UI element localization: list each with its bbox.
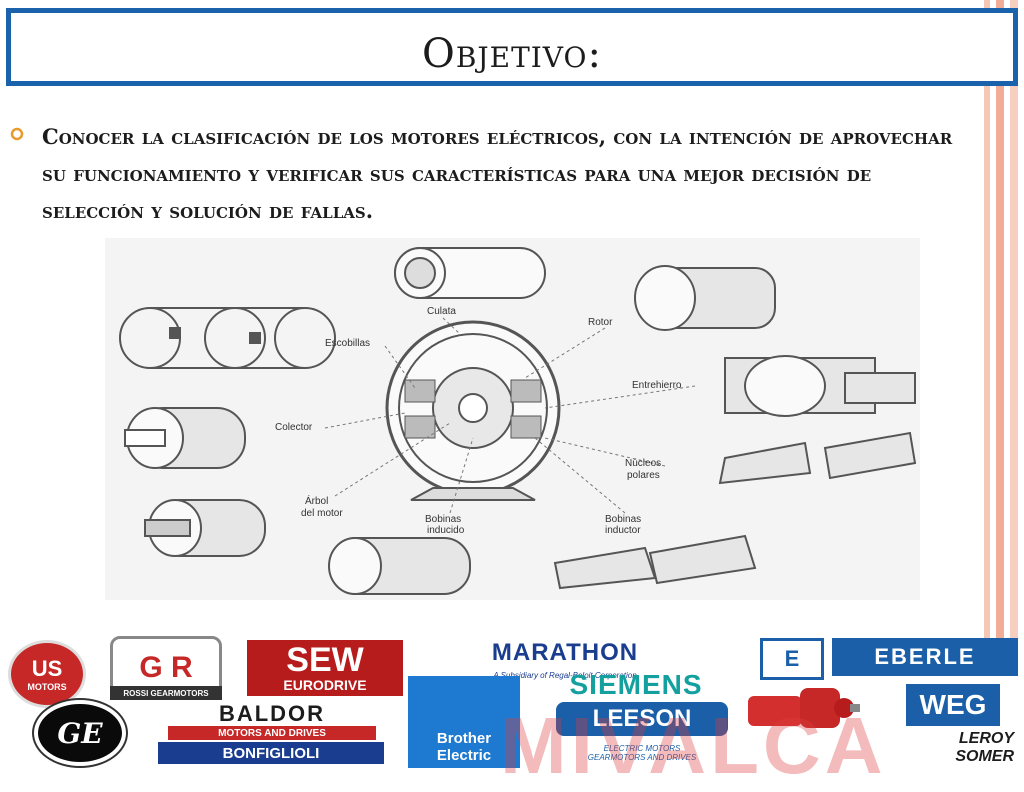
brushes-part: [119, 307, 336, 369]
motor-diagram: Culata Rotor Escobillas Entrehierro Cole…: [105, 238, 920, 600]
label-colector: Colector: [275, 422, 313, 433]
label-culata: Culata: [427, 306, 456, 317]
logo-us-motors: US MOTORS: [8, 640, 86, 708]
logo-sew: SEW EURODRIVE: [247, 640, 403, 696]
logo-marathon-tagline: A Subsidiary of Regal-Beloit Corporation: [430, 668, 700, 682]
label-arbol-2: del motor: [301, 508, 343, 519]
sew-sub: EURODRIVE: [283, 677, 367, 693]
shaft-part: [144, 499, 266, 557]
slide-title: Objetivo:: [422, 31, 602, 77]
logo-leeson-sub: ELECTRIC MOTORS GEARMOTORS AND DRIVES: [556, 740, 728, 766]
rotor-part: [634, 265, 776, 331]
logo-bonfiglioli: BONFIGLIOLI: [158, 742, 384, 764]
siemens-main: SIEMENS: [569, 670, 703, 700]
field-coils-part: [553, 534, 757, 590]
leroy-line1: LEROY: [958, 730, 1014, 747]
yoke-part: [394, 247, 546, 299]
objective-text: Conocer la clasificación de los motores …: [42, 124, 953, 223]
logo-rossi-sub: ROSSI GEARMOTORS: [110, 686, 222, 700]
bullet-icon: [10, 127, 24, 141]
airgap-part: [724, 355, 916, 417]
us-motors-line2: MOTORS: [27, 682, 67, 692]
gearmotor-icon: [748, 688, 860, 728]
logo-eberle: EBERLE: [832, 638, 1018, 676]
title-box: Objetivo:: [6, 8, 1018, 86]
brand-logos-strip: US MOTORS G R ROSSI GEARMOTORS SEW EUROD…: [0, 630, 1024, 768]
label-bobinas-inducido-1: Bobinas: [425, 514, 461, 525]
rossi-main: G R: [139, 651, 193, 684]
logo-marathon: MARATHON: [430, 638, 700, 668]
leroy-line2: SOMER: [955, 748, 1014, 765]
logo-siemens: SIEMENS: [534, 670, 738, 700]
logo-eberle-badge: E: [760, 638, 824, 680]
commutator-part: [124, 407, 246, 469]
baldor-sub: MOTORS AND DRIVES: [218, 727, 326, 739]
baldor-main: BALDOR: [218, 702, 326, 726]
logo-weg: WEG: [906, 684, 1000, 726]
stator-assembly: [385, 320, 561, 501]
armature-coils-part: [328, 537, 471, 595]
label-bobinas-inductor-1: Bobinas: [605, 514, 641, 525]
brother-line1: Brother: [436, 730, 492, 747]
label-rotor: Rotor: [588, 317, 613, 328]
logo-baldor: BALDOR: [168, 702, 376, 726]
brother-line2: Electric: [436, 747, 492, 764]
us-motors-line1: US: [31, 656, 63, 681]
logo-ge: GE: [34, 700, 126, 766]
sew-main: SEW: [286, 641, 364, 679]
marathon-main: MARATHON: [491, 639, 639, 666]
pole-cores-part: [718, 431, 917, 485]
leeson-main: LEESON: [592, 705, 692, 732]
label-nucleos-2: polares: [627, 470, 660, 481]
logo-leroy-somer: LEROY SOMER: [866, 728, 1018, 768]
logo-leeson: LEESON: [556, 702, 728, 736]
logo-baldor-sub: MOTORS AND DRIVES: [168, 726, 376, 740]
leeson-sub1: ELECTRIC MOTORS: [603, 744, 681, 753]
gearmotor-image: [744, 680, 862, 736]
label-escobillas: Escobillas: [325, 338, 370, 349]
label-nucleos-1: Núcleos: [625, 458, 661, 469]
leeson-sub2: GEARMOTORS AND DRIVES: [587, 753, 697, 762]
label-arbol-1: Árbol: [305, 494, 328, 507]
ge-main: GE: [57, 716, 103, 750]
weg-main: WEG: [919, 689, 987, 720]
leader-lines: [324, 317, 696, 514]
logo-brother: Brother Electric: [408, 676, 520, 768]
label-bobinas-inducido-2: inducido: [427, 525, 465, 536]
eberle-main: EBERLE: [874, 644, 976, 669]
decorative-stripes: [978, 0, 1024, 640]
marathon-tagline: A Subsidiary of Regal-Beloit Corporation: [493, 670, 637, 680]
label-bobinas-inductor-2: inductor: [605, 525, 641, 536]
label-entrehierro: Entrehierro: [632, 380, 682, 391]
rossi-sub: ROSSI GEARMOTORS: [123, 688, 209, 698]
bonfiglioli-main: BONFIGLIOLI: [222, 744, 320, 762]
